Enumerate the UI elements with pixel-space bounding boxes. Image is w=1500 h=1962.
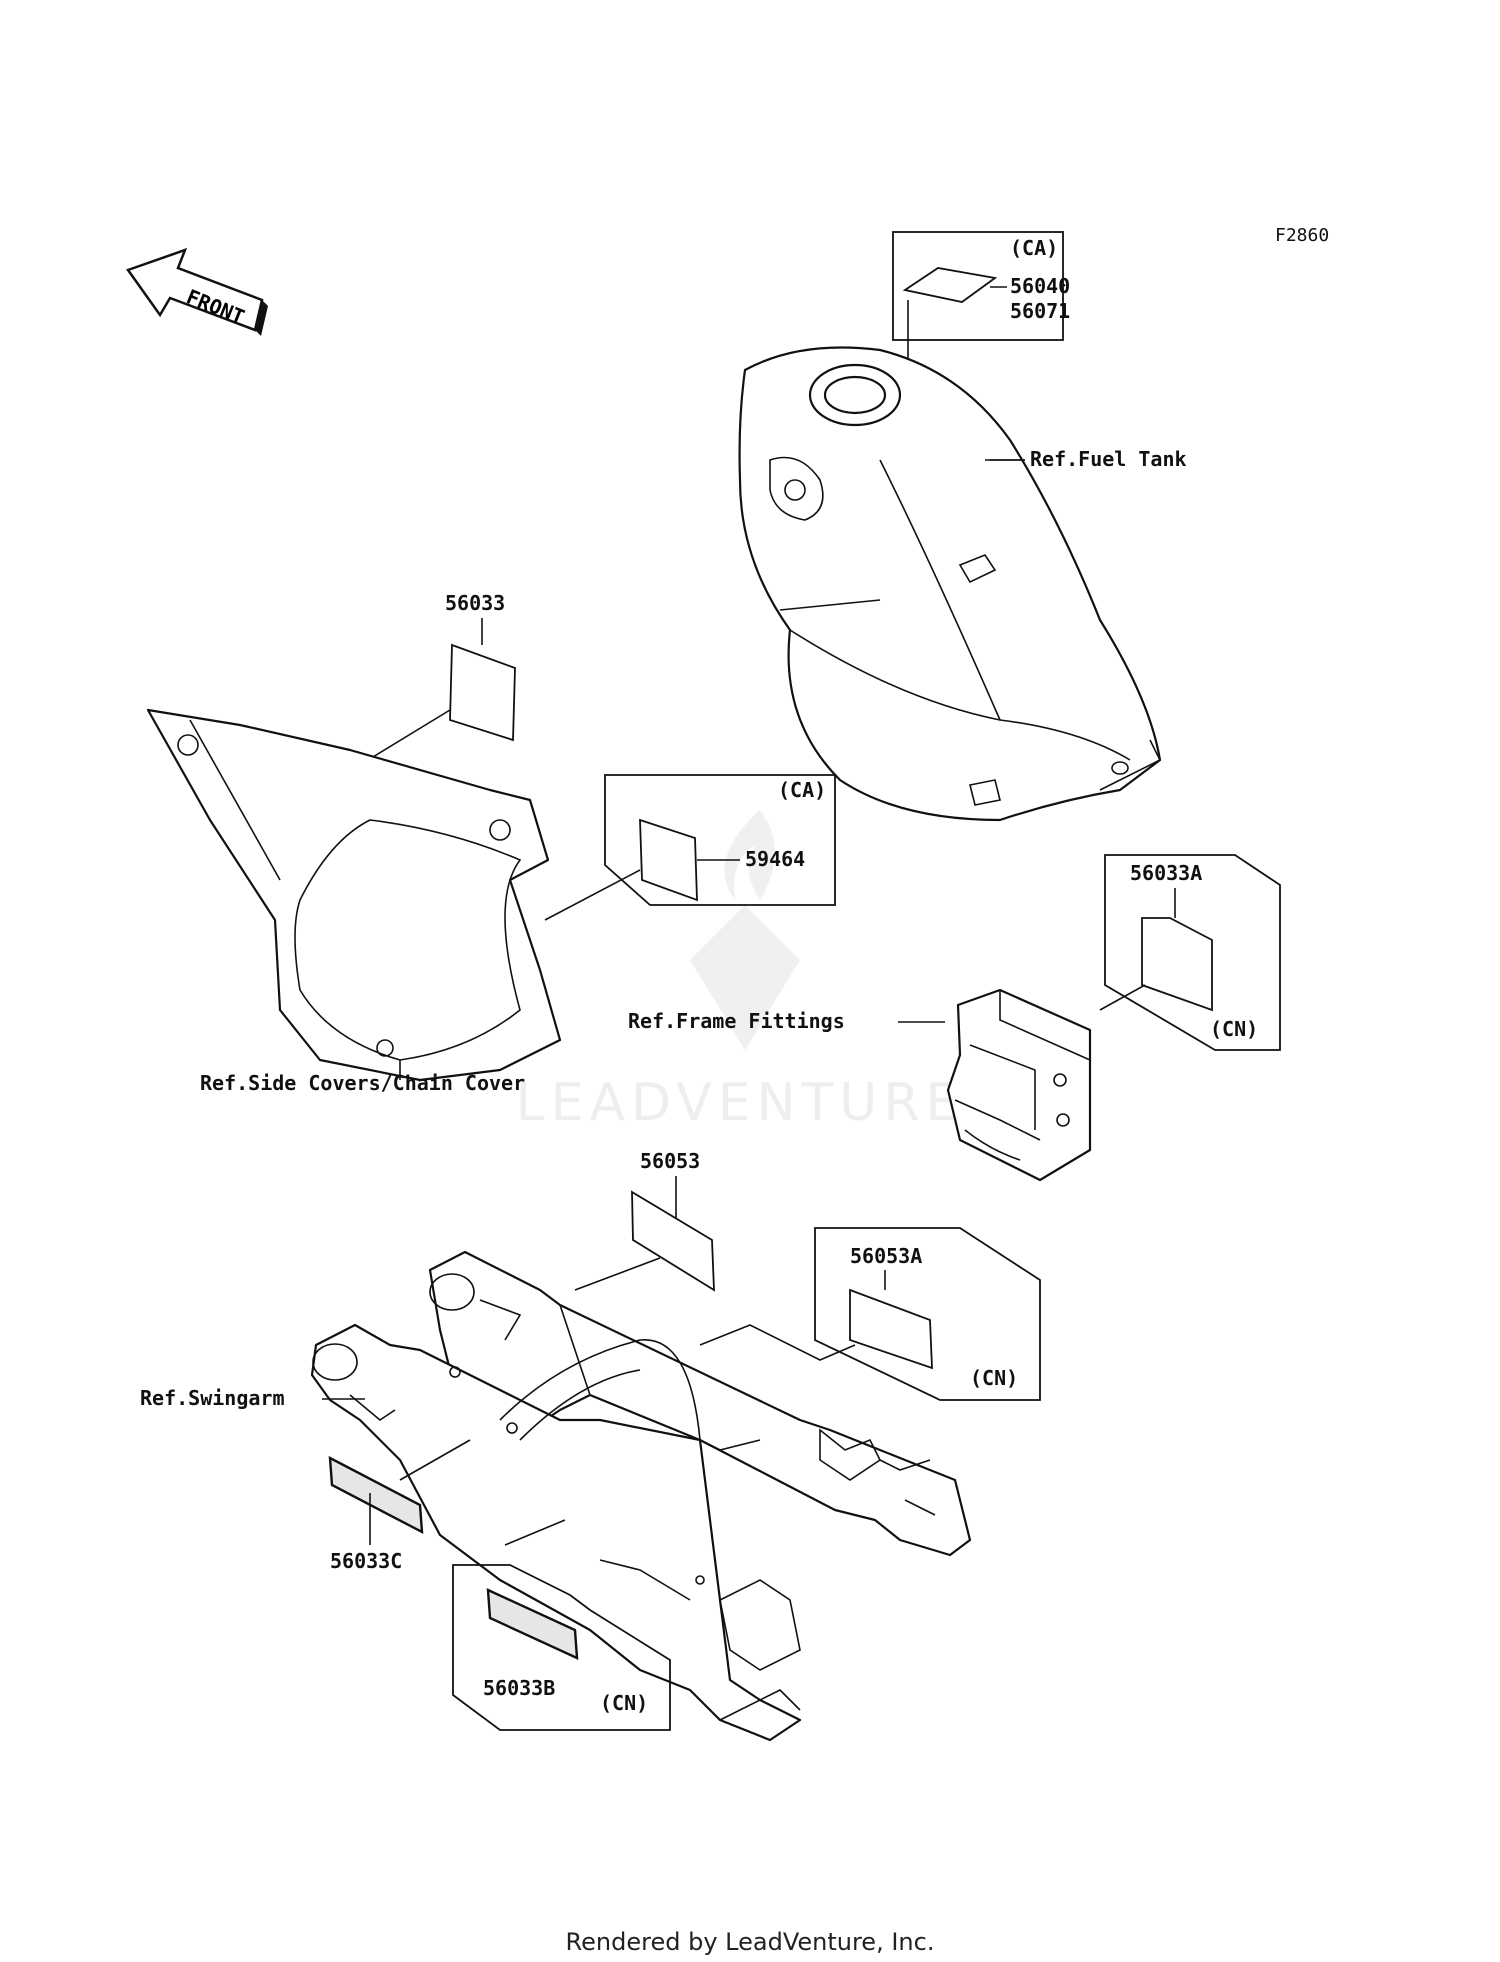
decal-59464-callout: (CA) 59464 [544,774,836,921]
decal-56033 [449,643,516,742]
decal-56033B [486,1588,579,1660]
cn-box-2 [814,1227,1041,1401]
cn-box-1 [1104,854,1281,1051]
decal-56040 [902,267,998,303]
footer-text: Rendered by LeadVenture, Inc. [566,1928,935,1956]
decal-56053-callout: 56053 [574,1149,715,1292]
label-56071: 56071 [1010,299,1070,323]
ca-box-top [892,231,1064,341]
label-56033B: 56033B [483,1676,555,1700]
watermark-text: LEADVENTURE [516,1073,965,1133]
decal-56053A [849,1288,933,1370]
swingarm-drawing [310,1250,972,1742]
label-56033: 56033 [445,591,505,615]
label-ref-fuel-tank: Ref.Fuel Tank [1030,447,1187,471]
label-56033A: 56033A [1130,861,1202,885]
label-ref-swingarm: Ref.Swingarm [140,1386,285,1410]
watermark: LEADVENTURE [516,810,965,1133]
decal-56033-callout: 56033 [367,591,516,761]
label-56033C: 56033C [330,1549,402,1573]
label-cn-2: (CN) [970,1366,1018,1390]
label-56053A: 56053A [850,1244,922,1268]
decal-56053A-callout: 56053A (CN) [699,1227,1041,1401]
label-ref-frame-fittings: Ref.Frame Fittings [628,1009,845,1033]
side-cover-drawing [146,708,562,1082]
decal-56033A [1141,917,1213,1012]
ca-box-mid [604,774,836,906]
label-56040: 56040 [1010,274,1070,298]
decal-56033A-callout: 56033A (CN) [1099,854,1281,1051]
cn-box-3 [452,1564,671,1731]
decal-56033B-callout: 56033B (CN) [452,1519,671,1731]
label-59464: 59464 [745,847,805,871]
decal-56053 [631,1190,715,1292]
label-cn-1: (CN) [1210,1017,1258,1041]
frame-fittings-drawing [946,988,1092,1182]
decal-56033C-callout: 56033C [328,1439,471,1573]
decal-59464 [639,818,698,902]
label-56053: 56053 [640,1149,700,1173]
decal-56033C [328,1455,424,1535]
figure-code: F2860 [1275,225,1329,246]
front-arrow-icon: FRONT [126,247,268,336]
label-ca-top: (CA) [1010,236,1058,260]
label-cn-3: (CN) [600,1691,648,1715]
label-ref-side-covers: Ref.Side Covers/Chain Cover [200,1071,525,1095]
fuel-tank-drawing [738,346,1162,822]
label-ca-mid: (CA) [778,778,826,802]
